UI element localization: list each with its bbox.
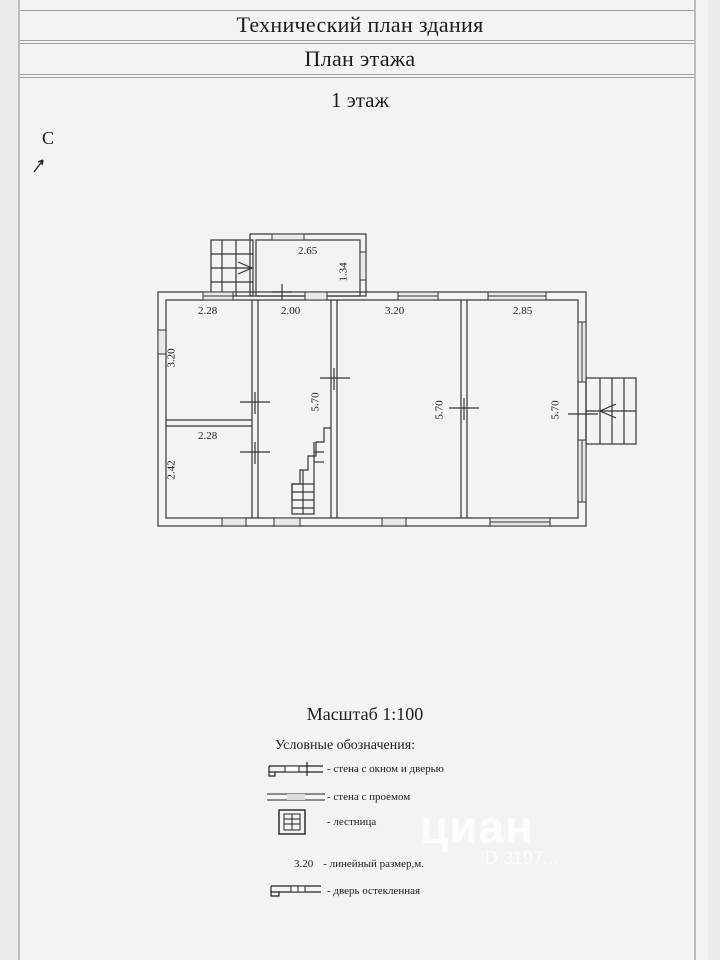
document-sheet (18, 0, 708, 960)
header-rule (20, 77, 694, 78)
dim-room1-width: 2.28 (198, 305, 218, 317)
legend-label: - линейный размер,м. (323, 858, 424, 870)
dim-room4-depth: 5.70 (549, 400, 562, 420)
document-subtitle: План этажа (304, 46, 416, 71)
legend-dimension-value: 3.20 (294, 858, 314, 870)
wall-opening-icon (267, 793, 325, 801)
header-rule (20, 43, 694, 44)
watermark-brand: циан (420, 801, 534, 853)
dim-porch-width: 2.65 (298, 245, 318, 257)
legend-item: - лестница (265, 808, 376, 836)
header-rule (20, 10, 694, 11)
document-title: Технический план здания (236, 12, 484, 37)
dim-room3-depth: 5.70 (433, 400, 446, 420)
legend-label: - стена с окном и дверью (327, 763, 444, 775)
legend-title: Условные обозначения: (275, 738, 416, 753)
dim-room1-depth: 3.20 (165, 348, 178, 368)
dim-porch-depth: 1.34 (337, 262, 350, 282)
legend-label: - стена с проемом (327, 791, 411, 803)
legend-item: - дверь остекленная (265, 880, 420, 902)
glazed-door-icon (270, 885, 321, 897)
header-rule (20, 74, 694, 75)
dim-room2-width: 2.28 (198, 430, 218, 442)
north-arrow-icon (33, 159, 44, 173)
frame-border-right (694, 0, 696, 960)
floor-label: 1 этаж (330, 88, 390, 112)
stairs-icon (278, 809, 306, 835)
header-rule (20, 40, 694, 41)
dim-hall-width: 2.00 (281, 305, 301, 317)
legend-label: - дверь остекленная (327, 885, 421, 897)
legend-item: - стена с проемом (265, 786, 410, 808)
legend-item: - стена с окном и дверью (265, 758, 444, 780)
watermark-id: ID 3197... (480, 848, 559, 868)
dim-room3-width: 3.20 (385, 305, 405, 317)
scale-label: Масштаб 1:100 (306, 704, 424, 724)
frame-border-left (18, 0, 20, 960)
dim-hall-depth: 5.70 (309, 392, 322, 412)
dim-room4-width: 2.85 (513, 305, 533, 317)
wall-window-door-icon (268, 762, 323, 777)
dim-room2-depth: 2.42 (165, 460, 178, 480)
north-label: С (42, 128, 55, 148)
outer-wall (157, 291, 587, 527)
watermark: циан ID 3197... (420, 800, 660, 880)
legend-label: - лестница (327, 816, 377, 828)
legend-item: 3.20 - линейный размер,м. (294, 858, 424, 870)
